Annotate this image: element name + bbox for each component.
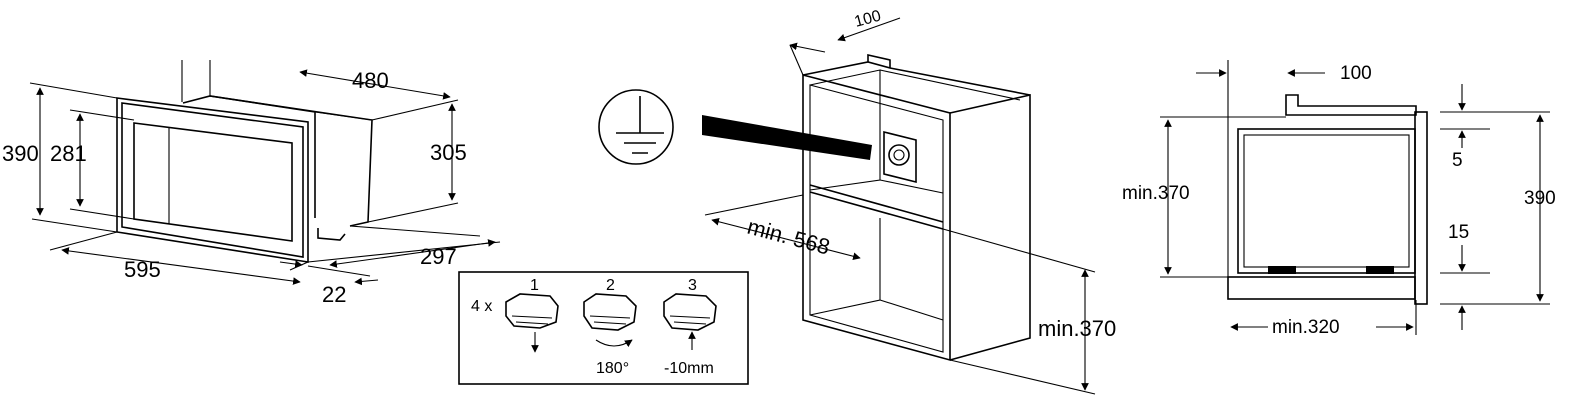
foot-step-3-icon: [663, 293, 717, 331]
cabinet-side: [949, 94, 1031, 361]
microwave-front-view: 390 281 480 305 595 297 22: [2, 60, 501, 307]
front-frame: [116, 97, 309, 263]
label-top-100: 100: [853, 8, 883, 31]
socket-pointer: [702, 115, 872, 160]
dim-line-297: [329, 239, 496, 268]
socket-icon: [888, 144, 910, 166]
step-2-number: 2: [606, 277, 615, 294]
label-390: 390: [2, 141, 39, 166]
instruction-frame: [458, 271, 749, 385]
microwave-foot: [317, 228, 346, 241]
label-297: 297: [420, 244, 457, 269]
label-281: 281: [50, 141, 87, 166]
cabinet-view: 100 min. 568 min.370: [598, 8, 1116, 395]
dim-line-min568: [711, 217, 861, 261]
top-board: [1285, 94, 1417, 116]
foot-step-1-icon: [505, 293, 559, 329]
label-side-100: 100: [1340, 63, 1372, 84]
label-min320: min.320: [1272, 317, 1340, 338]
label-480: 480: [352, 68, 389, 93]
label-gap-5: 5: [1452, 150, 1463, 171]
label-gap-15: 15: [1448, 222, 1469, 243]
label-cabinet-min370: min.370: [1038, 316, 1116, 341]
label-305: 305: [430, 140, 467, 165]
step-3-number: 3: [688, 277, 697, 294]
label-side-min370: min.370: [1122, 183, 1190, 204]
side-foot-left: [1268, 266, 1296, 274]
microwave-side-body: [1237, 128, 1416, 274]
dim-line-595: [61, 247, 301, 285]
foot-step-2-icon: [583, 293, 637, 331]
step-3-caption: -10mm: [664, 360, 714, 377]
side-view: 100 min.370 5 15 390 min.320: [1122, 60, 1556, 338]
feet-instruction-box: 4 x 1 2 180° 3 -10mm: [458, 271, 749, 385]
bottom-board: [1227, 276, 1416, 300]
front-panel: [1414, 111, 1428, 305]
door-window: [133, 122, 293, 242]
label-595: 595: [124, 257, 161, 282]
label-22: 22: [322, 282, 346, 307]
label-side-390: 390: [1524, 188, 1556, 209]
dim-line-480: [299, 69, 451, 100]
feet-quantity: 4 x: [471, 298, 492, 315]
step-1-number: 1: [530, 277, 539, 294]
side-foot-right: [1366, 266, 1394, 274]
step-2-caption: 180°: [596, 360, 629, 377]
label-min568: min. 568: [745, 214, 833, 260]
cabinet-shelf: [809, 184, 944, 230]
microwave-body-edge: [209, 95, 316, 218]
power-socket: [883, 130, 917, 184]
ground-symbol-icon: [598, 89, 674, 165]
